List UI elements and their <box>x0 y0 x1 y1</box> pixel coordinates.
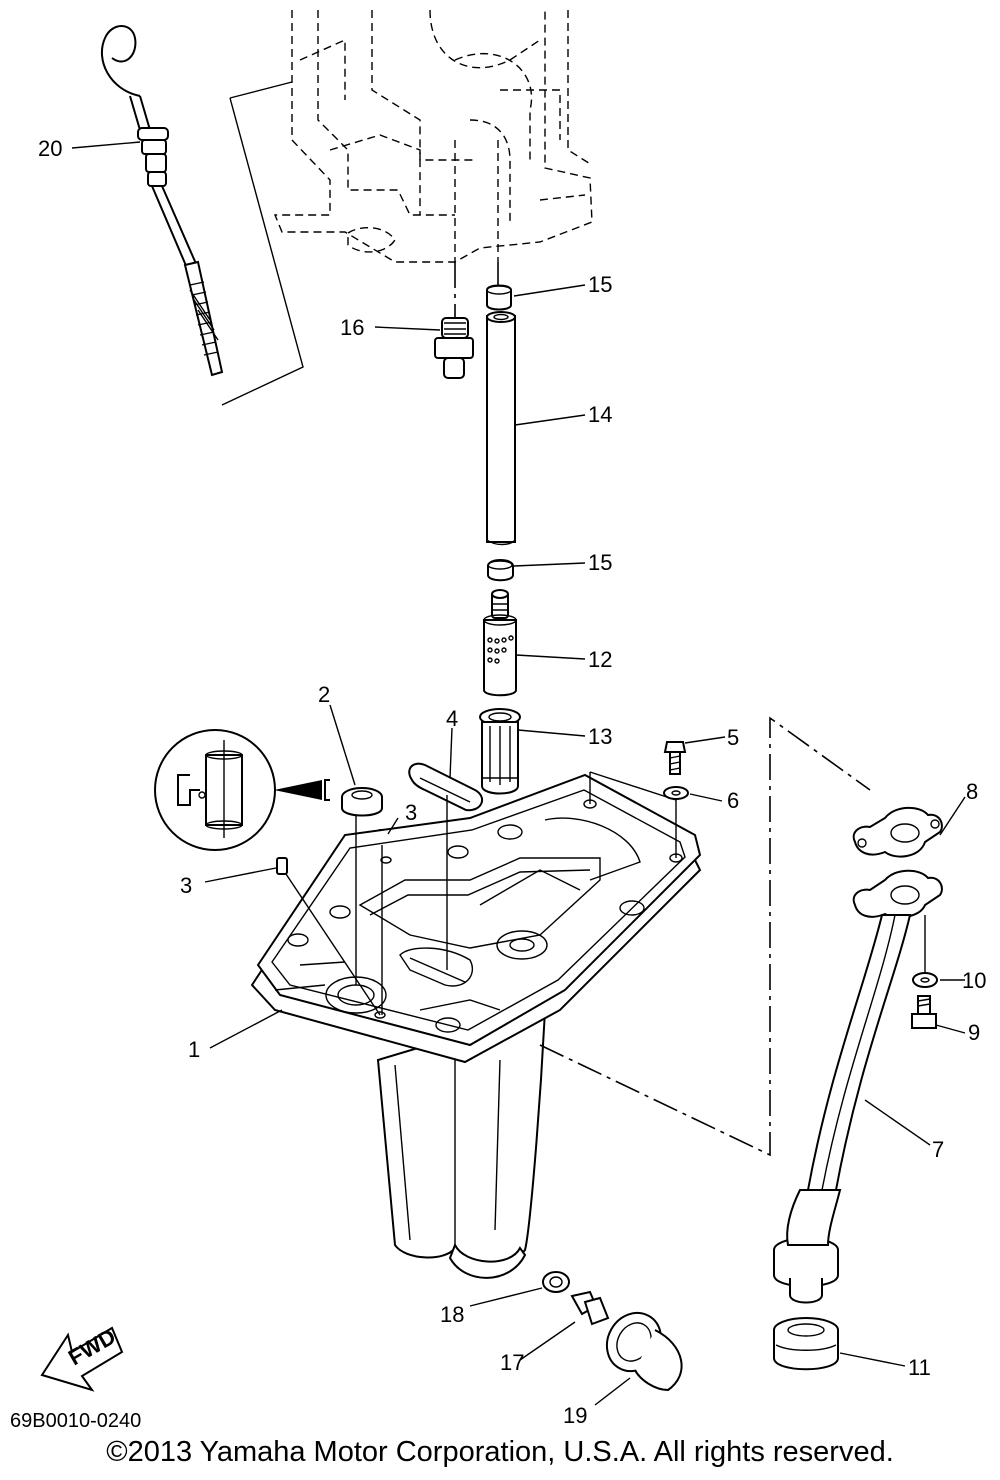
clip-bottom-part <box>487 559 514 582</box>
callout-1: 1 <box>188 1037 200 1062</box>
forward-arrow-icon: FWD <box>40 1324 124 1392</box>
callout-19: 19 <box>563 1403 587 1428</box>
callout-12: 12 <box>588 647 612 672</box>
dipstick-part <box>100 25 224 377</box>
exhaust-gasket-part <box>852 806 943 858</box>
assembly-lines <box>285 716 871 1157</box>
seal-detail-view <box>154 729 330 851</box>
union-fitting-part <box>434 262 474 379</box>
callout-5: 5 <box>727 725 739 750</box>
strainer-screen-part <box>479 708 521 795</box>
callout-3-upper: 3 <box>405 800 417 825</box>
callout-2: 2 <box>318 682 330 707</box>
callout-20: 20 <box>38 136 62 161</box>
strainer-gasket-part <box>408 762 484 812</box>
callout-11: 11 <box>908 1355 931 1380</box>
dowel-pin-lower <box>276 857 288 875</box>
pipe-part <box>486 311 516 546</box>
leader-lines <box>71 141 966 1406</box>
oil-pan-part <box>250 773 702 1279</box>
callout-15-bottom: 15 <box>588 550 612 575</box>
callout-16: 16 <box>340 315 364 340</box>
callout-17: 17 <box>500 1350 524 1375</box>
bolt-part <box>663 741 687 775</box>
clip-top-part <box>486 262 512 311</box>
grommet-part <box>605 1311 683 1392</box>
callout-14: 14 <box>588 402 612 427</box>
washer-part <box>663 786 689 800</box>
drain-gasket-part <box>542 1271 570 1293</box>
callout-10: 10 <box>962 968 986 993</box>
exhaust-seal-part <box>773 1317 839 1371</box>
washer-exhaust-part <box>912 915 938 988</box>
diagram-code: 69B0010-0240 <box>10 1410 142 1432</box>
callout-8: 8 <box>966 779 978 804</box>
callout-3-lower: 3 <box>180 873 192 898</box>
oil-seal-part <box>341 787 383 817</box>
drain-plug-part <box>570 1290 610 1326</box>
callout-13: 13 <box>588 724 612 749</box>
oil-strainer-part <box>483 589 517 697</box>
callout-7: 7 <box>932 1137 944 1162</box>
callout-15-top: 15 <box>588 272 612 297</box>
dipstick-guide-outline <box>221 97 304 406</box>
engine-block-outline <box>229 9 593 263</box>
callout-18: 18 <box>440 1302 464 1327</box>
exhaust-pipe-part <box>773 869 943 1304</box>
callout-4: 4 <box>446 706 458 731</box>
copyright-notice: ©2013 Yamaha Motor Corporation, U.S.A. A… <box>106 1436 894 1468</box>
callout-6: 6 <box>727 788 739 813</box>
bolt-exhaust-part <box>911 995 937 1029</box>
callout-9: 9 <box>968 1020 980 1045</box>
